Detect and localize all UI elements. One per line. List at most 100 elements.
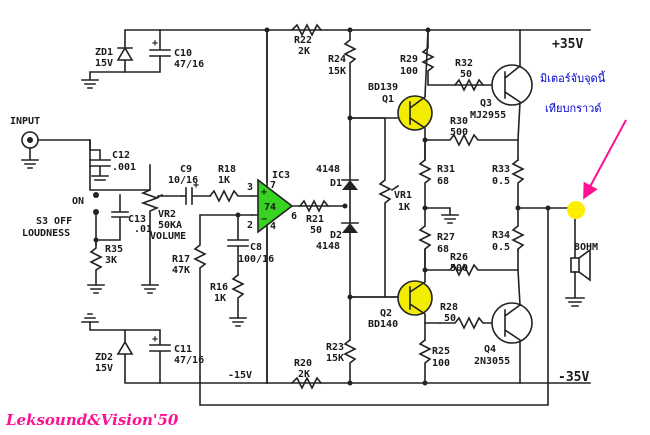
c9-val: 10/16 xyxy=(168,175,198,186)
r18-ref: R18 xyxy=(218,164,236,175)
loudness-switch[interactable] xyxy=(93,192,99,246)
vr1-ref: VR1 xyxy=(394,190,412,201)
r35-val: 3K xyxy=(105,255,117,266)
switch-loudness-label: LOUDNESS xyxy=(22,228,70,239)
r33-ref: R33 xyxy=(492,164,510,175)
opamp-ic3: + − 74 xyxy=(251,29,346,384)
potentiometer-vr2[interactable] xyxy=(140,164,183,294)
r24-ref: R24 xyxy=(328,54,346,65)
r22-ref: R22 xyxy=(294,35,312,46)
r35-ref: R35 xyxy=(105,244,123,255)
pin-4: 4 xyxy=(270,221,276,232)
rail-positive-label: +35V xyxy=(552,37,583,52)
c13-val: .01 xyxy=(134,224,152,235)
r25-val: 100 xyxy=(432,358,450,369)
zd1-ref: ZD1 xyxy=(95,47,113,58)
svg-text:+: + xyxy=(152,38,158,49)
test-point-highlight[interactable] xyxy=(567,201,585,219)
potentiometer-vr1[interactable] xyxy=(349,117,401,298)
resistor-r26 xyxy=(424,263,519,277)
c8-ref: C8 xyxy=(250,242,262,253)
q3-val: MJ2955 xyxy=(470,110,506,121)
resistor-r23 xyxy=(343,338,357,384)
resistor-r32 xyxy=(453,78,485,92)
resistor-r31 xyxy=(418,139,432,209)
r26-val: 500 xyxy=(450,263,468,274)
r31-ref: R31 xyxy=(437,164,455,175)
annotation-line1: มิเตอร์จับจุดนี้ xyxy=(540,70,606,85)
r16-ref: R16 xyxy=(210,282,228,293)
r20-val: 2K xyxy=(298,369,310,380)
resistor-r20 xyxy=(290,376,323,390)
input-jack[interactable] xyxy=(21,131,151,191)
q1-body xyxy=(397,95,433,131)
r24-val: 15K xyxy=(328,66,346,77)
pin-2: 2 xyxy=(247,220,253,231)
switch-off-label: S3 OFF xyxy=(36,216,72,227)
d1-val: 4148 xyxy=(316,164,340,175)
resistor-r16 xyxy=(229,273,247,327)
r32-ref: R32 xyxy=(455,58,473,69)
q4-ref: Q4 xyxy=(484,344,496,355)
vr1-val: 1K xyxy=(398,202,410,213)
resistor-r17 xyxy=(193,214,253,384)
input-label: INPUT xyxy=(10,116,40,127)
resistor-r35 xyxy=(87,239,105,294)
c12-val: .001 xyxy=(112,162,136,173)
vr2-ref: VR2 xyxy=(158,209,176,220)
resistor-r22 xyxy=(290,23,323,37)
r30-val: 500 xyxy=(450,127,468,138)
r31-val: 68 xyxy=(437,176,449,187)
zd1-val: 15V xyxy=(95,58,113,69)
c11-val: 47/16 xyxy=(174,355,204,366)
c9-ref: C9 xyxy=(180,164,192,175)
r17-ref: R17 xyxy=(172,254,190,265)
opamp-body xyxy=(257,178,294,234)
vr2-val: 50KA xyxy=(158,220,182,231)
transistor-q1 xyxy=(349,29,433,161)
svg-text:−: − xyxy=(261,214,267,225)
capacitor-c11: + xyxy=(124,329,171,384)
footer-signature: Leksound&Vision'50 xyxy=(5,411,179,429)
resistor-r28 xyxy=(439,316,499,330)
q2-val: BD140 xyxy=(368,319,398,330)
c13-ref: C13 xyxy=(128,214,146,225)
ground-center xyxy=(424,207,459,224)
rail-negative-label: -35V xyxy=(558,370,589,385)
c10-val: 47/16 xyxy=(174,59,204,70)
ic3-ref: IC3 xyxy=(272,170,290,181)
resistor-r25 xyxy=(418,322,441,384)
resistor-r33 xyxy=(511,158,525,209)
r21-ref: R21 xyxy=(306,214,324,225)
pin-3: 3 xyxy=(247,182,253,193)
svg-text:+: + xyxy=(261,187,267,198)
r20-ref: R20 xyxy=(294,358,312,369)
r29-val: 100 xyxy=(400,66,418,77)
switch-on-label: ON xyxy=(72,196,84,207)
q3-ref: Q3 xyxy=(480,98,492,109)
q2-ref: Q2 xyxy=(380,308,392,319)
r34-val: 0.5 xyxy=(492,242,510,253)
r28-ref: R28 xyxy=(440,302,458,313)
r32-val: 50 xyxy=(460,69,472,80)
r17-val: 47K xyxy=(172,265,190,276)
resistor-r34 xyxy=(511,207,525,251)
c12-ref: C12 xyxy=(112,150,130,161)
d2-ref: D2 xyxy=(330,230,342,241)
q2-body xyxy=(397,280,433,316)
q4-val: 2N3055 xyxy=(474,356,510,367)
junction-dots xyxy=(93,27,521,386)
d2-val: 4148 xyxy=(316,241,340,252)
d1-ref: D1 xyxy=(330,178,342,189)
resistor-r21 xyxy=(298,199,330,213)
resistor-r27 xyxy=(418,207,432,271)
diode-d1 xyxy=(341,167,359,224)
r23-val: 15K xyxy=(326,353,344,364)
r18-val: 1K xyxy=(218,175,230,186)
r21-val: 50 xyxy=(310,225,322,236)
capacitor-c8 xyxy=(227,214,249,276)
r28-val: 50 xyxy=(444,313,456,324)
c10-ref: C10 xyxy=(174,48,192,59)
resistor-r18 xyxy=(208,189,253,203)
